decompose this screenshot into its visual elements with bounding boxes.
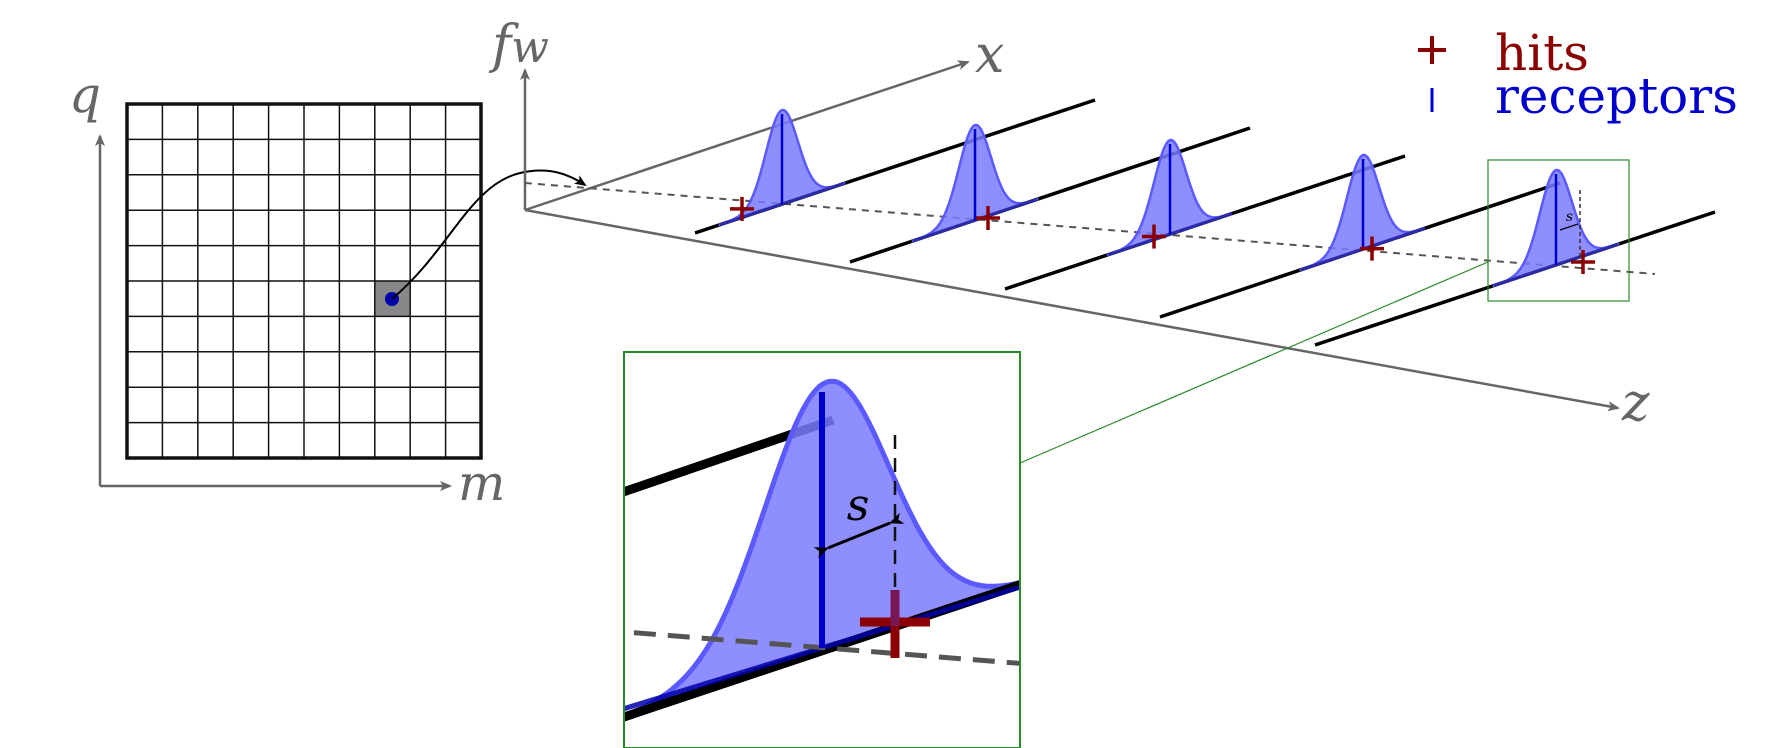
legend: hits receptors [1418, 24, 1738, 125]
fw-axis-label: fw [488, 15, 549, 75]
x-axis [524, 60, 970, 212]
detector-layers: s [694, 98, 1716, 347]
grid-panel: q m [69, 66, 587, 512]
grid-lines [127, 104, 481, 458]
zoom-connector-top [1019, 261, 1489, 464]
z-axis-label: z [1621, 373, 1650, 433]
axes-3d: fw x z [488, 15, 1656, 433]
m-axis-label: m [458, 454, 505, 512]
z-axis [524, 208, 1620, 412]
q-axis-label: q [69, 66, 101, 124]
legend-receptors-label: receptors [1495, 67, 1738, 125]
layer-segment-blue [1107, 212, 1233, 257]
hit-plus-icon [976, 206, 1000, 231]
hit-trajectory-dashed [524, 182, 1656, 275]
hit-plus-icon [1571, 250, 1595, 275]
hit-plus-icon [730, 196, 754, 221]
zoom-inset-frame [623, 351, 1021, 748]
hit-plus-icon [1142, 224, 1166, 249]
offset-label: s [1566, 209, 1573, 225]
zoom-inset: s [623, 351, 1021, 748]
hit-plus-icon [1360, 236, 1384, 261]
legend-hits-label: hits [1495, 24, 1589, 82]
inset-offset-label: s [847, 480, 870, 531]
offset-arrow [1559, 223, 1579, 231]
x-axis-label: x [975, 25, 1004, 85]
inset-offset-arrow [813, 512, 905, 559]
mapping-arrow [391, 169, 587, 300]
fw-sub: w [511, 22, 549, 73]
inset-hit-plus-icon [860, 590, 930, 658]
grid-border [125, 102, 483, 460]
legend-hit-plus-icon [1418, 36, 1446, 64]
zoom-source-box [1487, 159, 1630, 302]
